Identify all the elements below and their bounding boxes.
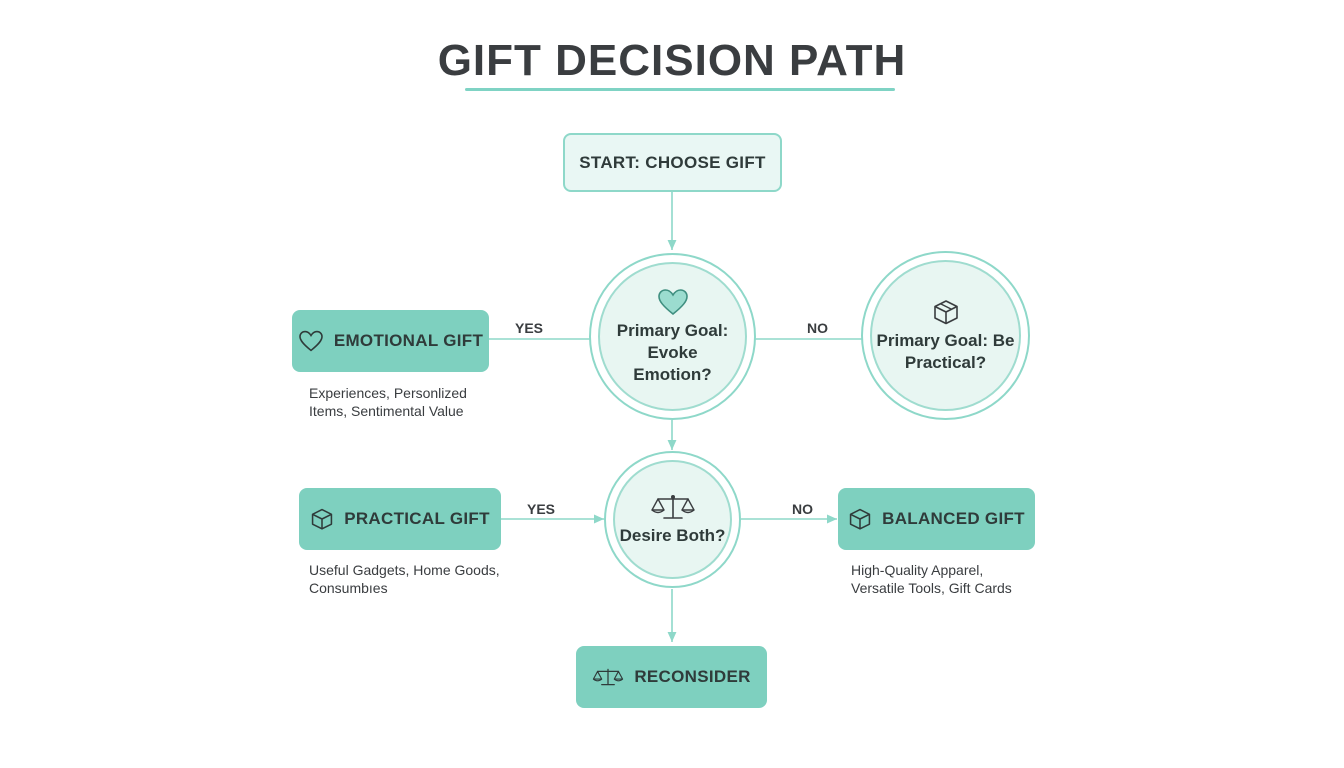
decision-evoke-emotion: Primary Goal: Evoke Emotion?: [589, 253, 756, 420]
box-icon: [310, 507, 334, 531]
box-icon: [848, 507, 872, 531]
decision-be-practical-label: Primary Goal: Be Practical?: [876, 330, 1015, 372]
emotional-gift-label: EMOTIONAL GIFT: [333, 331, 484, 350]
box-icon: [932, 298, 960, 326]
balanced-gift-node: BALANCED GIFT: [838, 488, 1035, 550]
edge-label-emotion-yes: YES: [515, 320, 544, 336]
edge-label-both-yes: YES: [527, 501, 556, 517]
reconsider-label: RECONSIDER: [634, 667, 751, 686]
practical-gift-node: PRACTICAL GIFT: [299, 488, 501, 550]
heart-icon: [298, 330, 324, 352]
reconsider-node: RECONSIDER: [576, 646, 767, 708]
page-title: GIFT DECISION PATH: [437, 36, 907, 85]
balanced-gift-label: BALANCED GIFT: [882, 509, 1025, 528]
balanced-gift-description: High-Quality Apparel, Versatile Tools, G…: [851, 562, 1012, 596]
heart-icon: [657, 288, 689, 316]
edge-label-both-no: NO: [792, 501, 813, 517]
practical-gift-label: PRACTICAL GIFT: [344, 509, 490, 528]
emotional-gift-node: EMOTIONAL GIFT: [292, 310, 489, 372]
title-underline: [465, 88, 895, 91]
scales-icon: [592, 666, 624, 688]
decision-be-practical: Primary Goal: Be Practical?: [861, 251, 1030, 420]
emotional-gift-description: Experiences, Personlized Items, Sentimen…: [309, 385, 467, 419]
start-node-label: START: CHOOSE GIFT: [579, 152, 766, 172]
practical-gift-description: Useful Gadgets, Home Goods, Consumbıes: [309, 562, 500, 596]
decision-desire-both-label: Desire Both?: [619, 525, 726, 545]
decision-desire-both: Desire Both?: [604, 451, 741, 588]
edge-label-emotion-no: NO: [807, 320, 828, 336]
decision-evoke-emotion-label: Primary Goal: Evoke Emotion?: [616, 320, 729, 384]
start-node: START: CHOOSE GIFT: [563, 133, 782, 192]
scales-icon: [650, 493, 696, 521]
